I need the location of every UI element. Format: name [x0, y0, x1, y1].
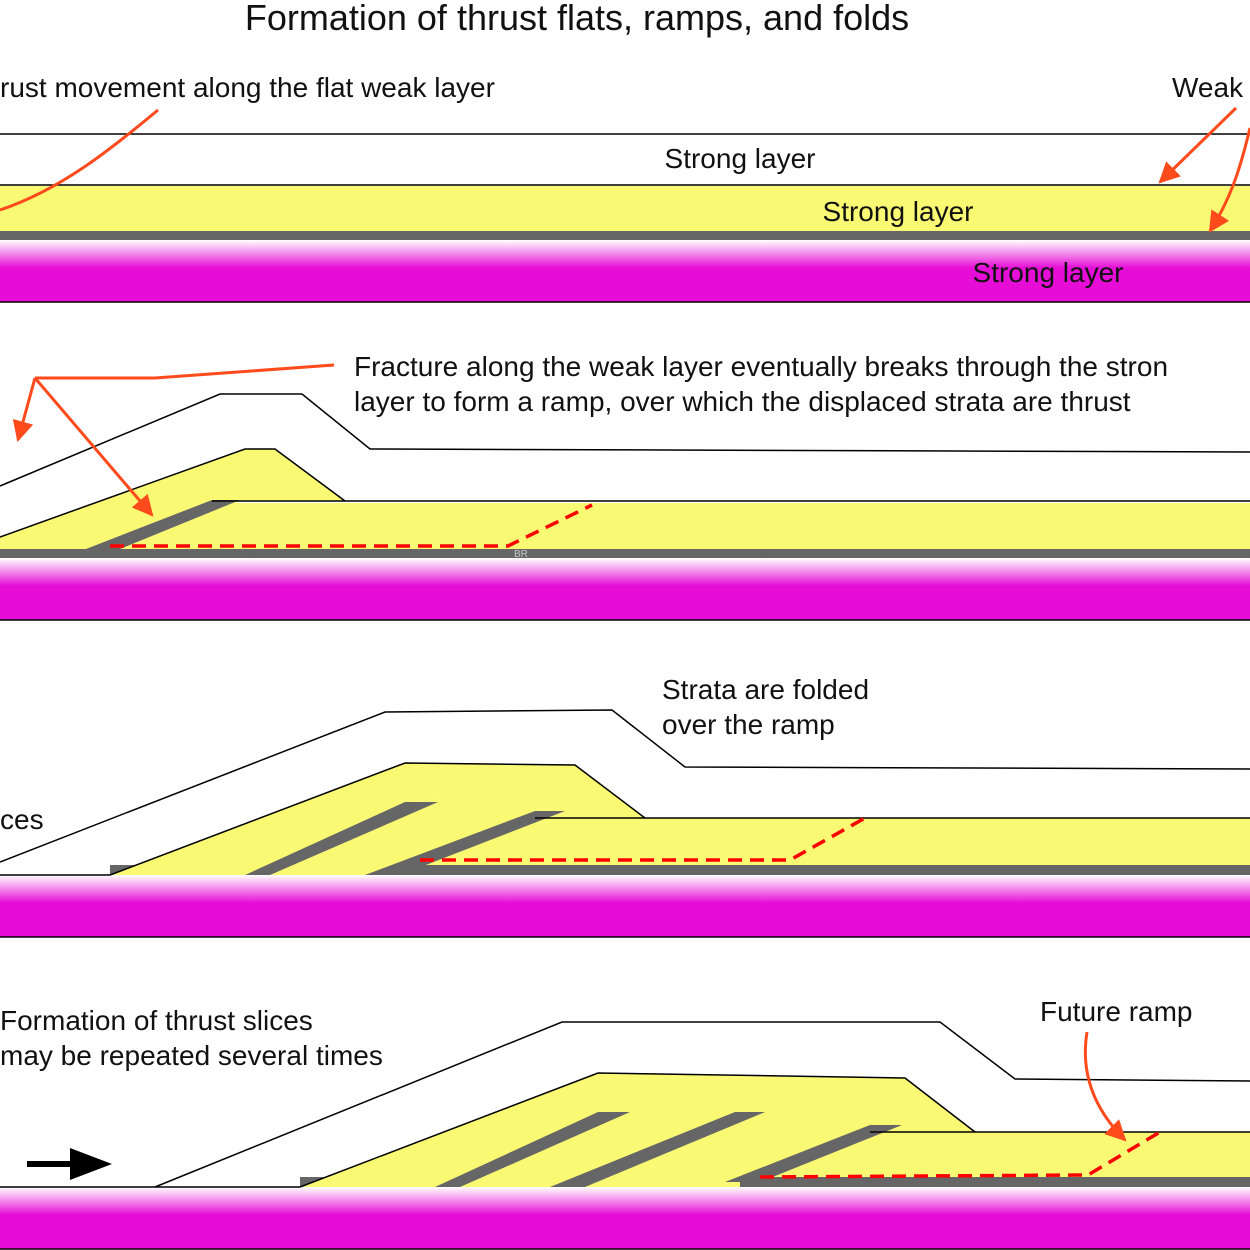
fracture-label-line2: layer to form a ramp, over which the dis…: [354, 386, 1131, 417]
weak-layer-ramp: [86, 500, 240, 549]
orange-pointer-arrow-icon: [35, 363, 335, 380]
watermark: BR: [514, 549, 528, 560]
thrust-fault-line: [759, 1130, 1161, 1179]
footwall-strong-layer: [90, 503, 1250, 549]
thrust-slice-3: [570, 1078, 975, 1187]
thrust-slice-1: [300, 1073, 735, 1187]
strong-layer-top-label: Strong layer: [665, 143, 816, 174]
thrust-slice-2: [435, 1076, 870, 1187]
panel-2: Fracture along the weak layer eventually…: [0, 351, 1250, 621]
top-strong-layer-line: [0, 393, 1250, 487]
slices-label-line1: Formation of thrust slices: [0, 1005, 313, 1036]
folded-label-line1: Strata are folded: [662, 674, 869, 705]
diagram-title: Formation of thrust flats, ramps, and fo…: [245, 0, 909, 38]
slice-outline: [109, 762, 646, 876]
displaced-strong-layer: [0, 449, 345, 549]
weak-layer-ramp: [550, 1112, 765, 1187]
orange-pointer-arrow-icon: [1083, 1031, 1127, 1142]
slices-label-line2: may be repeated several times: [0, 1040, 383, 1071]
thrust-fault-line: [110, 503, 593, 548]
strong-layer-bottom-label: Strong layer: [973, 257, 1124, 288]
thrust-slice-1: [110, 763, 545, 875]
orange-pointer-arrow-icon: [33, 377, 154, 517]
weak-layer-ramp: [365, 811, 565, 875]
weak-layer: [110, 865, 1250, 875]
thrust-slice-2: [245, 765, 645, 875]
basement-layer: [0, 558, 1250, 620]
weak-label: Weak: [1172, 72, 1244, 103]
orange-pointer-arrow-icon: [1208, 127, 1250, 233]
weak-layer: [300, 1177, 1250, 1187]
slices-label-fragment: ces: [0, 804, 44, 835]
basement-layer: [0, 875, 1250, 937]
weak-layer: [0, 231, 1250, 240]
top-strong-layer-line: [0, 709, 1250, 863]
basement-layer: [0, 1187, 1250, 1249]
orange-pointer-arrow-icon: [1158, 106, 1238, 184]
top-strong-layer-line: [154, 1021, 1250, 1188]
strong-layer-mid-label: Strong layer: [823, 196, 974, 227]
displaced-layer-outline: [0, 448, 346, 538]
orange-pointer-arrow-icon: [12, 377, 37, 443]
orange-pointer-arrow-icon: [0, 108, 159, 212]
weak-layer-ramp: [435, 1112, 630, 1187]
yellow-strong-layer: [0, 186, 1250, 232]
panel-1: rust movement along the flat weak layer …: [0, 72, 1250, 303]
fracture-label-line1: Fracture along the weak layer eventually…: [354, 351, 1168, 382]
weak-layer-ramp: [245, 802, 438, 875]
basement-layer: [0, 240, 1250, 302]
weak-layer: [0, 549, 1250, 558]
future-ramp-label: Future ramp: [1040, 996, 1193, 1027]
thrust-movement-label: rust movement along the flat weak layer: [0, 72, 495, 103]
thrust-fault-line: [420, 816, 866, 862]
weak-layer-ramp: [725, 1125, 902, 1182]
panel-3: Strata are folded over the ramp ces: [0, 674, 1250, 938]
panel-4: Formation of thrust slices may be repeat…: [0, 996, 1250, 1250]
folded-label-line2: over the ramp: [662, 709, 835, 740]
slice-outline: [299, 1072, 976, 1188]
black-direction-arrow-icon: [27, 1148, 112, 1180]
